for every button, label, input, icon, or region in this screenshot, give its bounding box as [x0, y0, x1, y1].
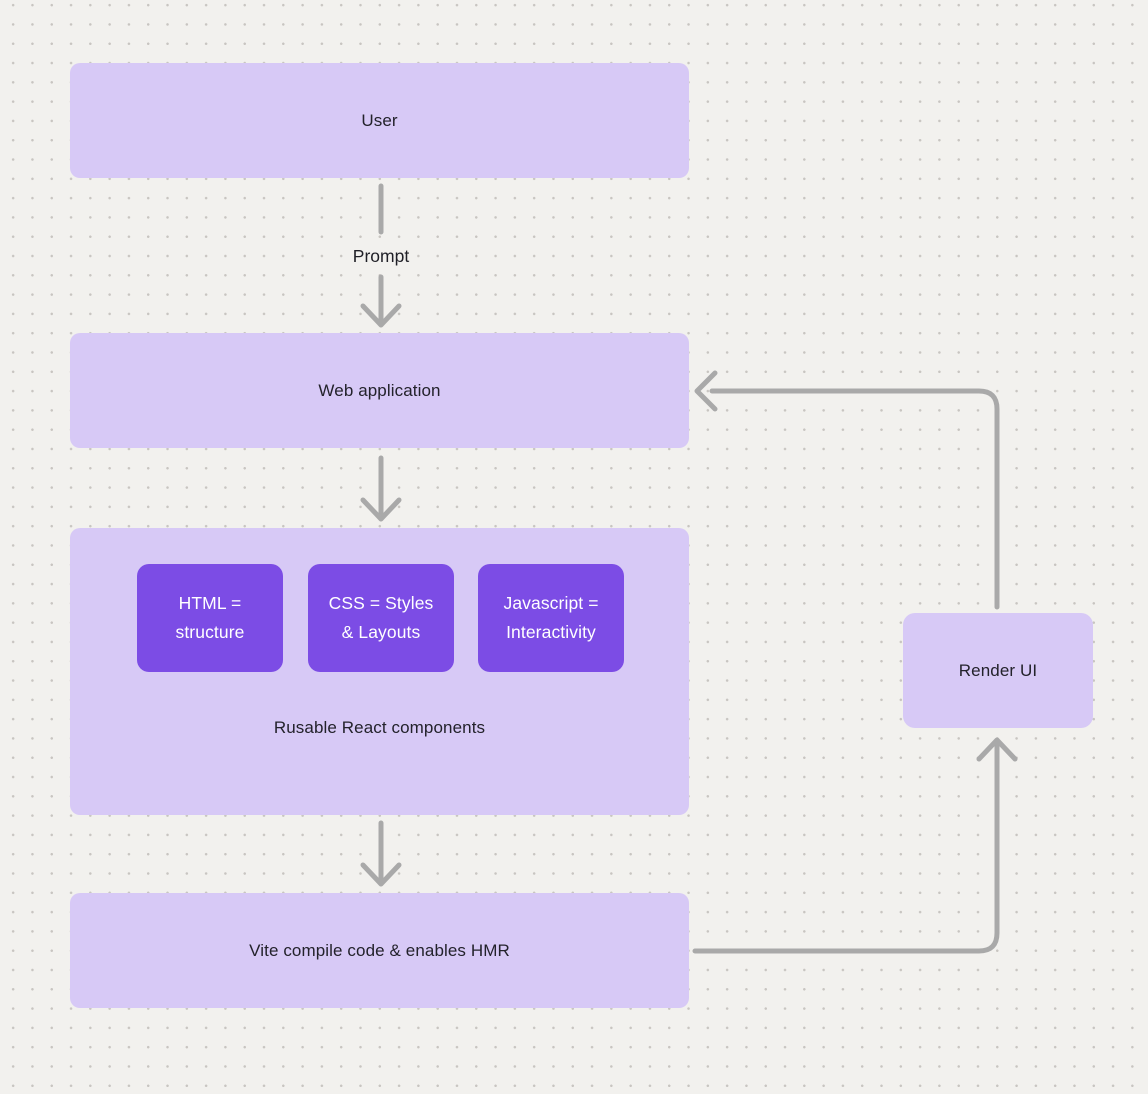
node-vite[interactable]: Vite compile code & enables HMR: [70, 893, 689, 1008]
node-javascript[interactable]: Javascript = Interactivity: [478, 564, 624, 672]
node-components-group[interactable]: HTML = structure CSS = Styles & Layouts …: [70, 528, 689, 815]
connector-renderui-to-webapp[interactable]: [709, 388, 1000, 610]
node-css-line1: CSS = Styles: [328, 593, 434, 613]
arrowhead-down-components: [360, 497, 402, 522]
arrowhead-down-vite: [360, 862, 402, 887]
node-html-line2: structure: [175, 622, 245, 642]
node-css[interactable]: CSS = Styles & Layouts: [308, 564, 454, 672]
arrowhead-up-renderui: [976, 737, 1018, 762]
node-render-ui-label: Render UI: [958, 660, 1038, 680]
node-user-label: User: [361, 110, 398, 130]
node-css-line2: & Layouts: [341, 622, 421, 642]
connector-vite-to-renderui[interactable]: [692, 741, 1000, 954]
node-web-application[interactable]: Web application: [70, 333, 689, 448]
node-javascript-line2: Interactivity: [506, 622, 596, 642]
node-user[interactable]: User: [70, 63, 689, 178]
node-render-ui[interactable]: Render UI: [903, 613, 1093, 728]
node-html-line1: HTML =: [178, 593, 242, 613]
arrowhead-down-webapp: [360, 303, 402, 328]
node-html[interactable]: HTML = structure: [137, 564, 283, 672]
node-vite-label: Vite compile code & enables HMR: [249, 940, 510, 960]
edge-label-prompt[interactable]: Prompt: [347, 245, 415, 268]
node-javascript-line1: Javascript =: [503, 593, 599, 613]
node-components-group-label: Rusable React components: [273, 718, 486, 737]
node-web-application-label: Web application: [318, 380, 441, 400]
arrowhead-left-webapp: [694, 370, 718, 412]
